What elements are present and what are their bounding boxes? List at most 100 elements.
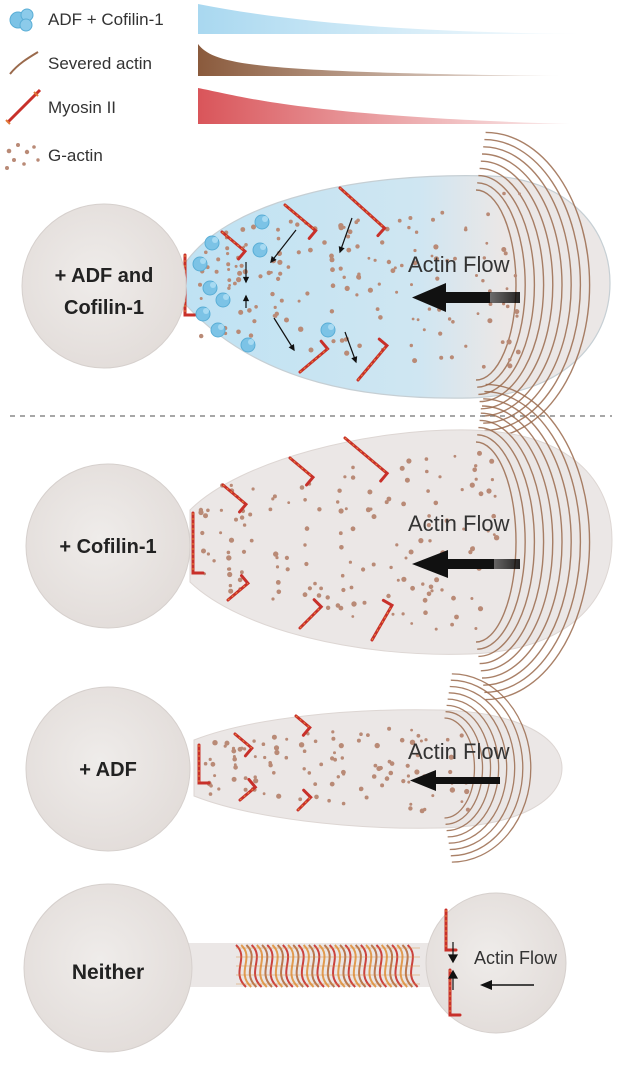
g-actin [415, 752, 421, 758]
g-actin [401, 612, 405, 616]
g-actin [384, 776, 390, 781]
g-actin [341, 801, 346, 806]
actin-bundle-fiber [396, 944, 408, 988]
g-actin [410, 283, 413, 287]
g-actin [307, 586, 312, 591]
g-actin [424, 457, 429, 461]
g-actin [373, 258, 377, 262]
g-actin [387, 759, 392, 764]
actin-bundle-fiber [282, 944, 294, 988]
g-actin [433, 256, 439, 262]
g-actin [367, 489, 373, 495]
g-actin [474, 464, 478, 468]
myosin-ii-filament [298, 598, 324, 630]
myosin-ii-filament [343, 436, 390, 483]
g-actin [298, 326, 304, 332]
g-actin [276, 276, 281, 281]
actin-bundle-fiber [318, 944, 330, 988]
g-actin [224, 740, 230, 746]
g-actin [486, 212, 490, 217]
g-actin [248, 512, 253, 517]
inward-arrow [339, 217, 353, 253]
g-actin [233, 281, 237, 286]
g-actin [339, 545, 344, 550]
g-actin [253, 778, 259, 784]
g-actin [505, 287, 509, 291]
g-actin [476, 312, 480, 315]
severed-actin-strand-icon [9, 51, 39, 75]
g-actin [227, 278, 232, 282]
growth-cone [189, 429, 613, 655]
actin-bundle-fiber [313, 944, 325, 988]
g-actin [329, 309, 335, 314]
inward-arrow [270, 229, 297, 263]
g-actin [448, 754, 454, 760]
myosin-ii-filament [298, 339, 330, 374]
g-actin [258, 274, 263, 279]
actin-bundle-fiber [339, 944, 351, 988]
g-actin [216, 257, 221, 262]
g-actin [391, 612, 395, 616]
actin-bundle-fiber [250, 944, 263, 988]
actin-arc [479, 419, 545, 665]
g-actin [460, 488, 464, 492]
actin-bundle-fiber [245, 944, 258, 988]
g-actin [337, 488, 342, 493]
g-actin [459, 733, 464, 738]
g-actin [421, 582, 425, 586]
g-actin [226, 252, 230, 256]
g-actin [271, 597, 275, 601]
g-actin [227, 567, 232, 571]
g-actin [377, 282, 381, 286]
g-actin [331, 730, 335, 734]
g-actin [276, 236, 281, 241]
g-actin [285, 737, 289, 741]
g-actin [279, 298, 284, 303]
g-actin [336, 500, 340, 504]
g-actin [273, 305, 277, 309]
g-actin [453, 454, 457, 458]
g-actin [351, 601, 357, 607]
g-actin [410, 728, 413, 732]
g-actin [319, 586, 323, 591]
g-actin [515, 314, 519, 318]
myosin-ii-heads [227, 582, 249, 601]
g-actin [204, 250, 208, 255]
g-actin [305, 291, 310, 296]
g-actin [327, 798, 331, 803]
actin-arc [475, 441, 517, 643]
adf-cofilin-cluster [252, 242, 268, 258]
g-actin [331, 736, 336, 741]
g-actin [414, 230, 419, 234]
g-actin [287, 501, 291, 504]
g-actin [376, 766, 382, 772]
g-actin [448, 769, 453, 775]
g-actin [449, 355, 454, 360]
g-actin [426, 523, 431, 528]
g-actin [303, 498, 307, 502]
myosin-ii-filament-icon [5, 88, 42, 125]
g-actin [430, 589, 434, 593]
g-actin [493, 535, 500, 541]
adf-cofilin-cluster [204, 235, 220, 251]
panel-neither: Neither Actin Flow [23, 883, 567, 1053]
actin-arc [445, 711, 484, 825]
actin-flow-arrow [410, 770, 500, 791]
g-actin [278, 271, 283, 276]
g-actin [349, 585, 354, 590]
actin-arc [478, 426, 536, 658]
condition-label: + ADF [79, 759, 137, 781]
inward-arrow [344, 331, 357, 363]
actin-arc [480, 412, 554, 672]
g-actin [463, 227, 468, 232]
g-actin [268, 761, 273, 765]
inward-arrow-head [288, 344, 295, 352]
actin-flow-arrow [480, 980, 534, 990]
actin-arc [480, 160, 554, 410]
g-actin [237, 577, 243, 583]
g-actin [232, 756, 237, 762]
g-actin [373, 763, 378, 768]
g-actin [380, 240, 385, 245]
g-actin [226, 262, 231, 267]
